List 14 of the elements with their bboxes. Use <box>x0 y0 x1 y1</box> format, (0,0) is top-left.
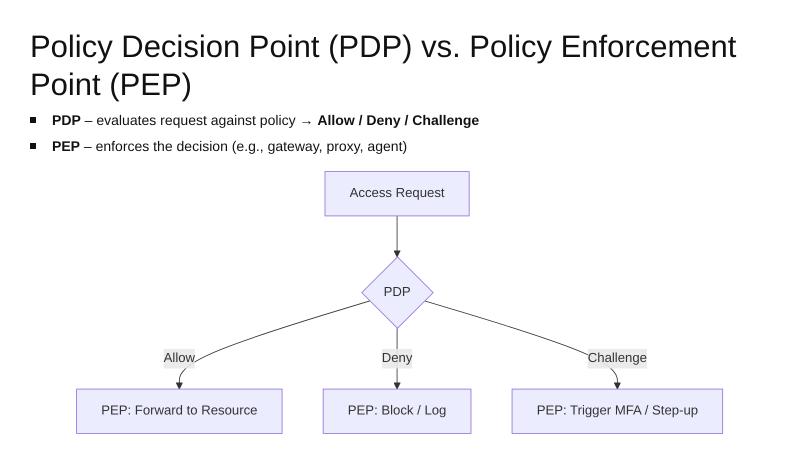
node-box: PEP: Block / Log <box>323 388 472 434</box>
node-box: Access Request <box>324 171 470 216</box>
node-diamond: PDP <box>362 256 434 329</box>
edge-label: Challenge <box>588 351 648 366</box>
slide-title: Policy Decision Point (PDP) vs. Policy Enforcement Point (PEP) <box>30 28 738 104</box>
arrow <box>176 300 370 390</box>
edge-label: Deny <box>382 351 413 366</box>
bullet-text: PEP – enforces the decision (e.g., gateway, proxy, agent) <box>52 138 408 154</box>
edge-label: Allow <box>164 351 196 366</box>
arrow <box>394 216 402 258</box>
node-box: PEP: Forward to Resource <box>76 388 283 434</box>
arrow <box>424 300 622 390</box>
bullet-text: PDP – evaluates request against policy → Allow / Deny / Challenge <box>52 112 480 128</box>
node-box: PEP: Trigger MFA / Step-up <box>512 388 724 434</box>
